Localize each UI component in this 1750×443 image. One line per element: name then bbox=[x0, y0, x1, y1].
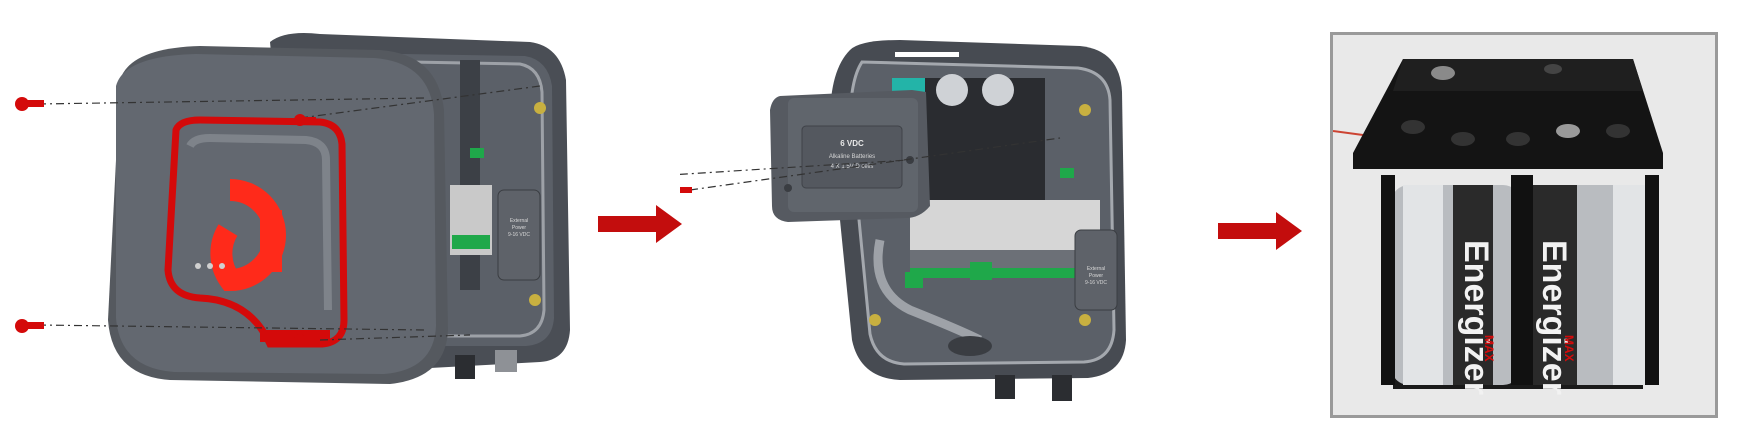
screw-icon bbox=[15, 319, 44, 333]
battery-holder-photo: Energizer MAX Energizer MAX bbox=[1330, 32, 1718, 418]
step-2-remove-battery-cover: External Power 9-16 VDC 6 VDC Alkaline B… bbox=[562, 0, 1190, 438]
guide-lines bbox=[589, 137, 1061, 191]
guide-lines bbox=[37, 85, 541, 341]
brand-logo bbox=[210, 179, 286, 292]
battery-brand: Energizer bbox=[1535, 240, 1573, 395]
svg-text:External: External bbox=[1087, 266, 1105, 272]
battery-cover-voltage: 6 VDC bbox=[840, 139, 864, 148]
screw-icon bbox=[15, 97, 44, 111]
external-power-label: External Power 9-16 VDC bbox=[508, 218, 530, 238]
terminal-strip bbox=[910, 200, 1100, 280]
battery-cover-type: Alkaline Batteries bbox=[829, 154, 875, 160]
step-1-remove-cover: External Power 9-16 VDC bbox=[0, 0, 600, 438]
battery-holder-top-plate bbox=[1353, 59, 1663, 169]
screw-icon bbox=[294, 334, 316, 346]
next-step-arrow-icon bbox=[1218, 212, 1302, 250]
battery-cover-plate: 6 VDC Alkaline Batteries 4 X 1.5V D cell… bbox=[770, 90, 930, 222]
screw-icon bbox=[668, 184, 692, 196]
terminal-block bbox=[450, 185, 492, 255]
battery-model: MAX bbox=[1562, 335, 1576, 362]
cable-glands bbox=[995, 375, 1072, 401]
next-step-arrow-icon bbox=[598, 205, 682, 243]
svg-text:Power: Power bbox=[512, 225, 527, 231]
screw-icon bbox=[294, 114, 316, 126]
svg-text:Power: Power bbox=[1089, 273, 1104, 279]
d-cell-battery: Energizer MAX bbox=[1391, 185, 1521, 395]
front-cover bbox=[108, 46, 448, 384]
battery-brand: Energizer bbox=[1457, 240, 1495, 395]
svg-text:External: External bbox=[510, 218, 528, 224]
battery-model: MAX bbox=[1482, 335, 1496, 362]
svg-text:9-16 VDC: 9-16 VDC bbox=[508, 232, 530, 238]
svg-text:9-16 VDC: 9-16 VDC bbox=[1085, 280, 1107, 286]
d-cell-battery: Energizer MAX bbox=[1525, 185, 1655, 395]
